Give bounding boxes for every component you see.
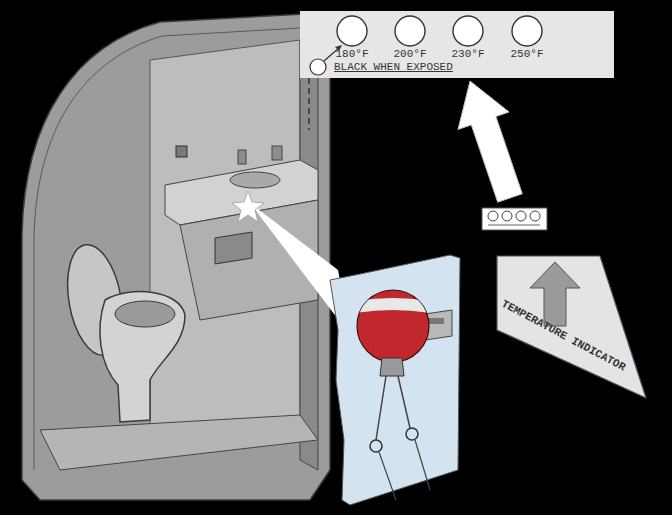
indicator-dot	[488, 211, 498, 221]
faucet	[238, 150, 246, 164]
indicator-label	[482, 208, 547, 230]
discharge-valve	[380, 358, 404, 376]
indicator-dot	[516, 211, 526, 221]
lavatory-shell	[22, 14, 330, 500]
wire	[379, 452, 396, 500]
temperature-value: 180°F	[335, 49, 368, 60]
discharge-tube	[398, 376, 410, 428]
wall-panel	[330, 255, 460, 505]
bracket-slot	[428, 318, 444, 324]
nozzle-ring	[370, 440, 382, 452]
temperature-value: 250°F	[510, 49, 543, 60]
sample-dot	[310, 59, 326, 75]
indicator-dot	[530, 211, 540, 221]
callout-wedge	[250, 203, 350, 335]
indicator-dot	[337, 16, 367, 46]
switch	[176, 146, 187, 157]
temperature-value: 230°F	[451, 49, 484, 60]
temperature-value: 200°F	[393, 49, 426, 60]
faucet	[272, 146, 282, 160]
indicator-dot	[453, 16, 483, 46]
discharge-tube	[376, 376, 386, 440]
block-arrow	[458, 81, 522, 202]
toilet-opening	[115, 301, 175, 327]
indicator-label-enlarged: 180°F 200°F 230°F 250°F BLACK WHEN EXPOSED	[300, 11, 614, 78]
floor	[40, 415, 318, 470]
sink-bowl	[230, 172, 280, 188]
wire	[415, 440, 430, 490]
placard-outline	[497, 256, 646, 398]
temperature-indicator-placard: TEMPERATURE INDICATOR	[470, 198, 650, 398]
bottle-band	[350, 298, 436, 314]
toilet-bowl	[100, 292, 185, 422]
waste-flap	[215, 232, 252, 264]
nozzle-ring	[406, 428, 418, 440]
indicator-dot	[512, 16, 542, 46]
instruction-note: BLACK WHEN EXPOSED	[334, 62, 453, 73]
indicator-dot	[502, 211, 512, 221]
label-line	[488, 225, 540, 226]
location-star	[232, 191, 264, 222]
indicator-dot	[395, 16, 425, 46]
